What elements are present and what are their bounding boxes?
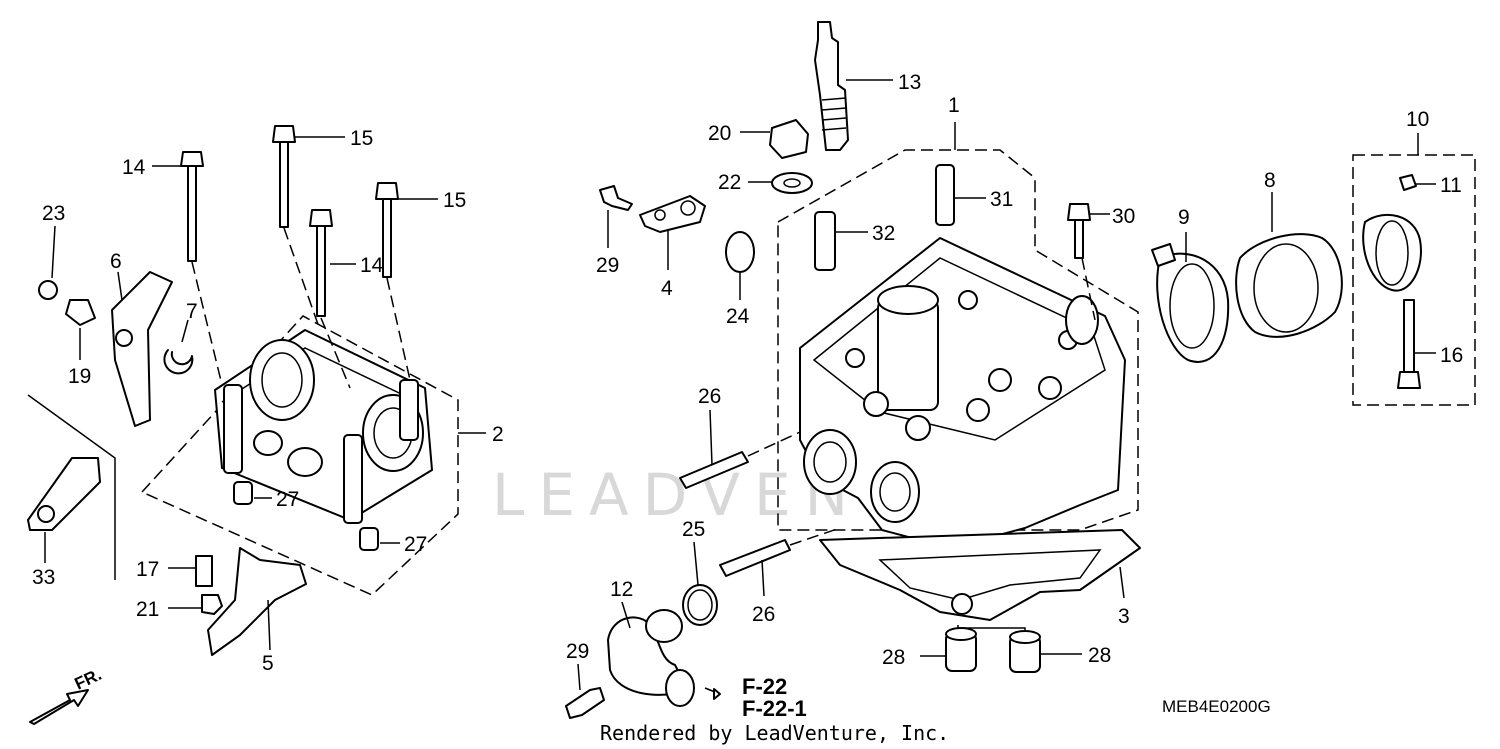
callout-1: 1 (948, 94, 960, 117)
callout-13: 13 (898, 71, 921, 94)
valve-guides (814, 164, 1110, 321)
callout-23: 23 (42, 202, 65, 225)
rocker-parts (27, 225, 307, 656)
callout-19: 19 (68, 365, 91, 388)
diagram-code: MEB4E0200G (1162, 697, 1271, 716)
reference-f22-1: F-22-1 (742, 696, 807, 721)
stud-bolt-26b[interactable] (719, 539, 791, 577)
callout-8: 8 (1264, 169, 1276, 192)
callout-11: 11 (1440, 174, 1462, 197)
callout-3: 3 (1118, 605, 1130, 628)
callout-16: 16 (1440, 344, 1463, 367)
callout-14b: 14 (360, 254, 384, 277)
decompressor-arm-6[interactable] (111, 271, 173, 427)
holder-bolts (152, 125, 438, 389)
callout-14a: 14 (122, 156, 146, 179)
callout-5: 5 (262, 652, 274, 675)
bolt-14a-head[interactable] (180, 151, 204, 167)
callout-12: 12 (610, 578, 633, 601)
bolt-30-head[interactable] (1067, 203, 1091, 221)
credit-text: Rendered by LeadVenture, Inc. (600, 721, 949, 745)
nut-21[interactable] (201, 594, 223, 615)
gasket-4[interactable] (639, 195, 706, 233)
callout-22: 22 (718, 171, 741, 194)
callout-27a: 27 (276, 488, 299, 511)
callout-24: 24 (726, 305, 750, 328)
callout-2: 2 (492, 423, 504, 446)
nut-11[interactable] (1399, 174, 1417, 191)
nut-20[interactable] (769, 119, 809, 159)
callout-10: 10 (1406, 108, 1429, 131)
callout-26b: 26 (752, 603, 775, 626)
intake-parts (1151, 133, 1476, 406)
callout-29b: 29 (566, 640, 589, 663)
fr-arrow-icon (29, 689, 89, 725)
bolt-29a[interactable] (599, 185, 633, 211)
spark-plug-13[interactable] (814, 21, 849, 151)
callout-26a: 26 (698, 385, 721, 408)
front-direction-arrow: FR. (29, 665, 105, 725)
seal-24[interactable] (725, 231, 755, 273)
bolt-29b[interactable] (565, 687, 605, 719)
adjuster-screw-17[interactable] (195, 555, 213, 587)
callout-20: 20 (708, 122, 731, 145)
clip-23[interactable] (38, 280, 58, 300)
callout-7: 7 (186, 300, 198, 323)
fr-label: FR. (72, 665, 105, 694)
callout-29a: 29 (596, 254, 619, 277)
callout-21: 21 (136, 598, 159, 621)
bolt-15a-head[interactable] (272, 125, 296, 143)
dowel-pins-28 (920, 625, 1082, 673)
washer-22[interactable] (771, 172, 813, 194)
callout-9: 9 (1178, 206, 1190, 229)
clamp-band-9[interactable] (1156, 252, 1230, 363)
dowel-pin-27b[interactable] (359, 527, 379, 551)
callout-33: 33 (32, 566, 55, 589)
callout-25: 25 (682, 518, 705, 541)
head-gasket (819, 529, 1141, 621)
rocker-arm-5[interactable] (207, 547, 307, 656)
collar-19[interactable] (65, 299, 96, 326)
callout-32: 32 (872, 222, 895, 245)
callout-17: 17 (136, 558, 159, 581)
callout-6: 6 (110, 250, 122, 273)
reference-f22: F-22 (742, 674, 787, 699)
callout-31: 31 (990, 188, 1013, 211)
insulator-8[interactable] (1235, 233, 1343, 338)
dowel-pin-27a[interactable] (233, 481, 253, 505)
callout-28b: 28 (1088, 644, 1111, 667)
valve-guide-31[interactable] (935, 164, 955, 226)
water-pipe-12[interactable] (607, 616, 689, 696)
spring-7[interactable] (163, 349, 194, 375)
callout-4: 4 (661, 277, 673, 300)
camshaft-holder-group (140, 315, 486, 596)
valve-guide-32[interactable] (814, 211, 836, 271)
cylinder-head-gasket-3[interactable] (819, 529, 1141, 621)
stud-bolt-26a[interactable] (679, 451, 749, 489)
callout-15b: 15 (443, 189, 466, 212)
callout-27b: 27 (404, 533, 427, 556)
studs-26 (679, 409, 841, 597)
clamp-band-10[interactable] (1362, 213, 1422, 292)
screw-16[interactable] (1403, 299, 1415, 379)
bolt-14b-head[interactable] (309, 209, 333, 227)
cylinder-head-group (777, 122, 1139, 549)
callout-28a: 28 (882, 646, 905, 669)
water-pipe-parts (565, 541, 721, 719)
callout-15a: 15 (350, 127, 373, 150)
top-center-parts (599, 21, 893, 300)
callout-30: 30 (1112, 205, 1135, 228)
bolt-15b-head[interactable] (375, 182, 399, 200)
